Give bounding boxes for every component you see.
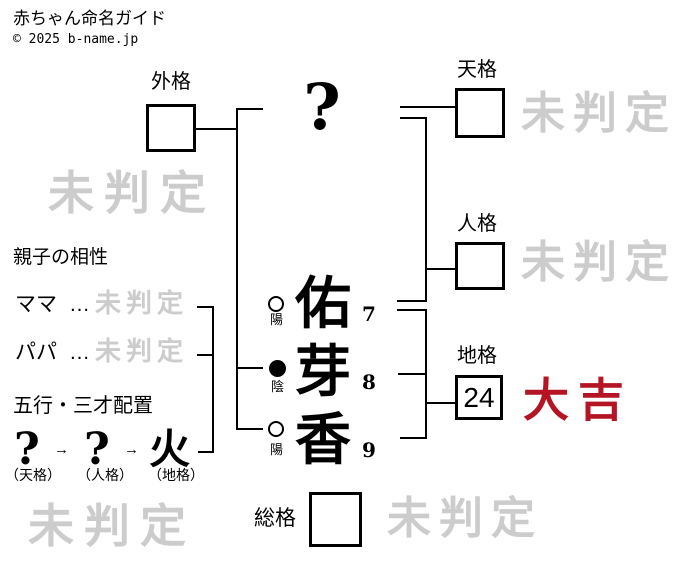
left-top-stub-line (236, 108, 263, 110)
compat-vertical-line (212, 306, 214, 453)
yang-circle-icon (268, 296, 284, 312)
jinkaku-box (455, 242, 505, 290)
papa-ellipsis: … (69, 341, 90, 364)
left-ka-stub-line (236, 428, 263, 430)
left-vertical-connector-line (236, 108, 238, 430)
tenkaku-box (455, 88, 505, 138)
chikaku-box: 24 (455, 375, 503, 420)
tenkaku-connector-line (400, 106, 457, 108)
bottom-left-watermark: 未判定 (28, 499, 196, 553)
tenkaku-label: 天格 (457, 59, 497, 81)
papa-stub-line (197, 354, 214, 356)
mama-label: ママ (15, 293, 57, 316)
name-char-1: 佑 (295, 271, 351, 337)
chikaku-box-stub-line (425, 402, 457, 404)
compatibility-heading: 親子の相性 (13, 247, 109, 268)
soukaku-result-watermark: 未判定 (387, 493, 543, 544)
chikaku-label: 地格 (457, 345, 497, 367)
jinkaku-box-stub-line (425, 268, 457, 270)
gaikaku-box (146, 104, 196, 152)
soukaku-box (309, 492, 362, 547)
gogyou-stub-line (198, 451, 214, 453)
chikaku-result-luck: 大吉 (523, 373, 633, 427)
left-me-stub-line (236, 367, 263, 369)
mama-ellipsis: … (69, 293, 90, 316)
gaikaku-result-watermark: 未判定 (48, 166, 216, 220)
gaikaku-connector-line (196, 128, 238, 130)
yu-lower-stub-line (397, 309, 427, 311)
gogyou-element-1-label: （天格） (5, 467, 61, 483)
yang-circle-icon (268, 421, 284, 437)
yin-circle-icon (269, 360, 286, 377)
copyright-text: © 2025 b-name.jp (13, 32, 139, 47)
stroke-count-3: 9 (362, 438, 376, 462)
mama-result-watermark: 未判定 (95, 289, 189, 319)
name-char-3: 香 (295, 407, 351, 473)
papa-label: パパ (15, 341, 57, 364)
gogyou-element-2-label: （人格） (77, 467, 133, 483)
gaikaku-label: 外格 (151, 71, 191, 93)
gogyou-element-3-label: （地格） (148, 467, 204, 483)
name-char-2: 芽 (295, 339, 351, 405)
arrow-right-icon: → (54, 441, 69, 458)
papa-result-watermark: 未判定 (95, 337, 189, 367)
jinkaku-vertical-line (425, 117, 427, 302)
gogyou-element-3: 火 (149, 425, 190, 473)
polarity-label-2: 陰 (271, 379, 285, 394)
stroke-count-1: 7 (362, 302, 376, 326)
chikaku-value: 24 (463, 381, 495, 413)
gogyou-element-2: ? (84, 424, 110, 475)
soukaku-label: 総格 (254, 507, 296, 530)
gogyou-heading: 五行・三才配置 (13, 395, 153, 417)
stroke-count-2: 8 (362, 370, 376, 394)
polarity-label-3: 陽 (270, 442, 284, 457)
surname-placeholder: ? (303, 70, 341, 145)
mama-stub-line (197, 306, 214, 308)
me-right-stub-line (398, 373, 427, 375)
jinkaku-result-watermark: 未判定 (521, 237, 676, 288)
gogyou-element-1: ? (14, 424, 40, 475)
tenkaku-result-watermark: 未判定 (521, 88, 676, 139)
arrow-right-icon: → (124, 441, 139, 458)
jinkaku-label: 人格 (457, 213, 497, 235)
polarity-label-1: 陽 (270, 312, 284, 327)
ka-right-stub-line (400, 437, 427, 439)
yu-upper-stub-line (397, 300, 427, 302)
jinkaku-corner-line (400, 117, 427, 119)
page-title: 赤ちゃん命名ガイド (13, 9, 166, 28)
